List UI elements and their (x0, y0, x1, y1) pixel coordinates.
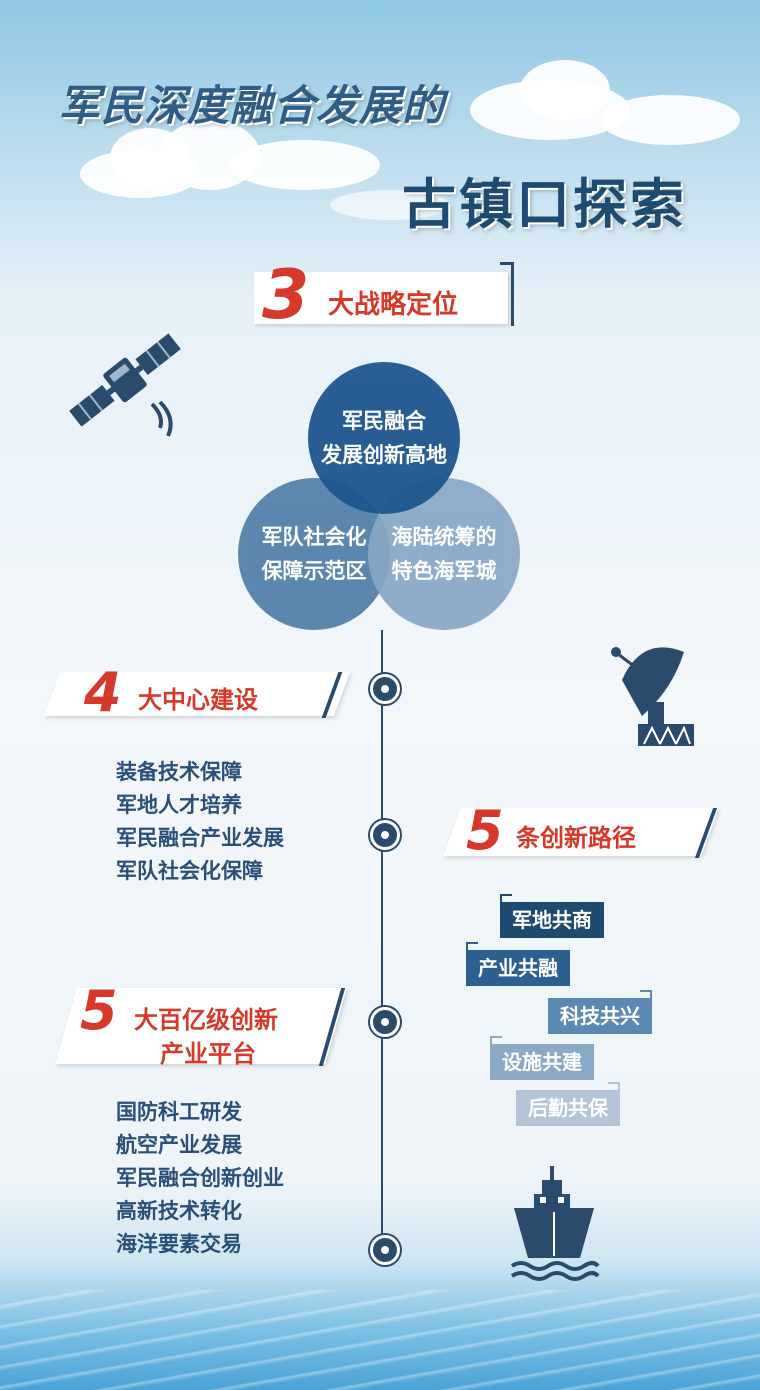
timeline-dot (370, 1235, 400, 1265)
venn-circle-right-line2: 特色海军城 (391, 559, 497, 583)
section-paths-label: 条创新路径 (516, 824, 636, 852)
timeline-dot (370, 674, 400, 704)
venn-circle-right-line1: 海陆统筹的 (391, 525, 497, 549)
tag-corner (640, 990, 652, 1000)
path-tag: 科技共兴 (548, 998, 652, 1034)
venn-circle-left-line1: 军队社会化 (261, 525, 367, 549)
list-item: 军民融合创新创业 (116, 1166, 284, 1190)
list-item: 军队社会化保障 (116, 859, 263, 883)
timeline-line (381, 630, 383, 1250)
path-tag: 产业共融 (466, 950, 570, 986)
list-item: 军民融合产业发展 (116, 826, 284, 850)
list-item: 军地人才培养 (116, 793, 242, 817)
section-platforms-label-line1: 大百亿级创新 (134, 1006, 278, 1034)
list-item: 国防科工研发 (116, 1100, 242, 1124)
satellite-icon (69, 333, 181, 437)
tag-corner (466, 942, 478, 952)
section-centers-number: 4 (84, 661, 122, 724)
platforms-list: 国防科工研发 航空产业发展 军民融合创新创业 高新技术转化 海洋要素交易 (116, 1096, 284, 1261)
venn-circle-top-line1: 军民融合 (342, 409, 426, 433)
radar-dish-icon (611, 647, 694, 746)
page-title-line2: 古镇口探索 (402, 173, 687, 236)
section-positions-number: 3 (262, 256, 310, 335)
section-platforms-label-line2: 产业平台 (160, 1040, 256, 1068)
venn-circle-top: 军民融合 发展创新高地 (308, 362, 460, 514)
section-positions-label: 大战略定位 (328, 290, 459, 320)
list-item: 海洋要素交易 (116, 1232, 242, 1256)
ship-icon (510, 1166, 600, 1281)
path-tag: 军地共商 (500, 902, 604, 938)
timeline-dot (370, 1007, 400, 1037)
list-item: 装备技术保障 (116, 760, 242, 784)
tag-corner (608, 1082, 620, 1092)
section-centers-label: 大中心建设 (138, 686, 258, 714)
list-item: 高新技术转化 (116, 1199, 242, 1223)
section-paths-number: 5 (466, 799, 504, 862)
tag-corner (490, 1036, 502, 1046)
list-item: 航空产业发展 (116, 1133, 242, 1157)
centers-list: 装备技术保障 军地人才培养 军民融合产业发展 军队社会化保障 (116, 756, 284, 888)
venn-circle-left-line2: 保障示范区 (261, 559, 367, 583)
path-tag: 设施共建 (490, 1044, 594, 1080)
path-tag: 后勤共保 (516, 1090, 620, 1126)
venn-circle-top-line2: 发展创新高地 (321, 443, 447, 467)
timeline-dot (370, 820, 400, 850)
page-title-line1: 军民深度融合发展的 (58, 81, 446, 130)
section-platforms-number: 5 (80, 979, 118, 1042)
tag-corner (500, 894, 512, 904)
